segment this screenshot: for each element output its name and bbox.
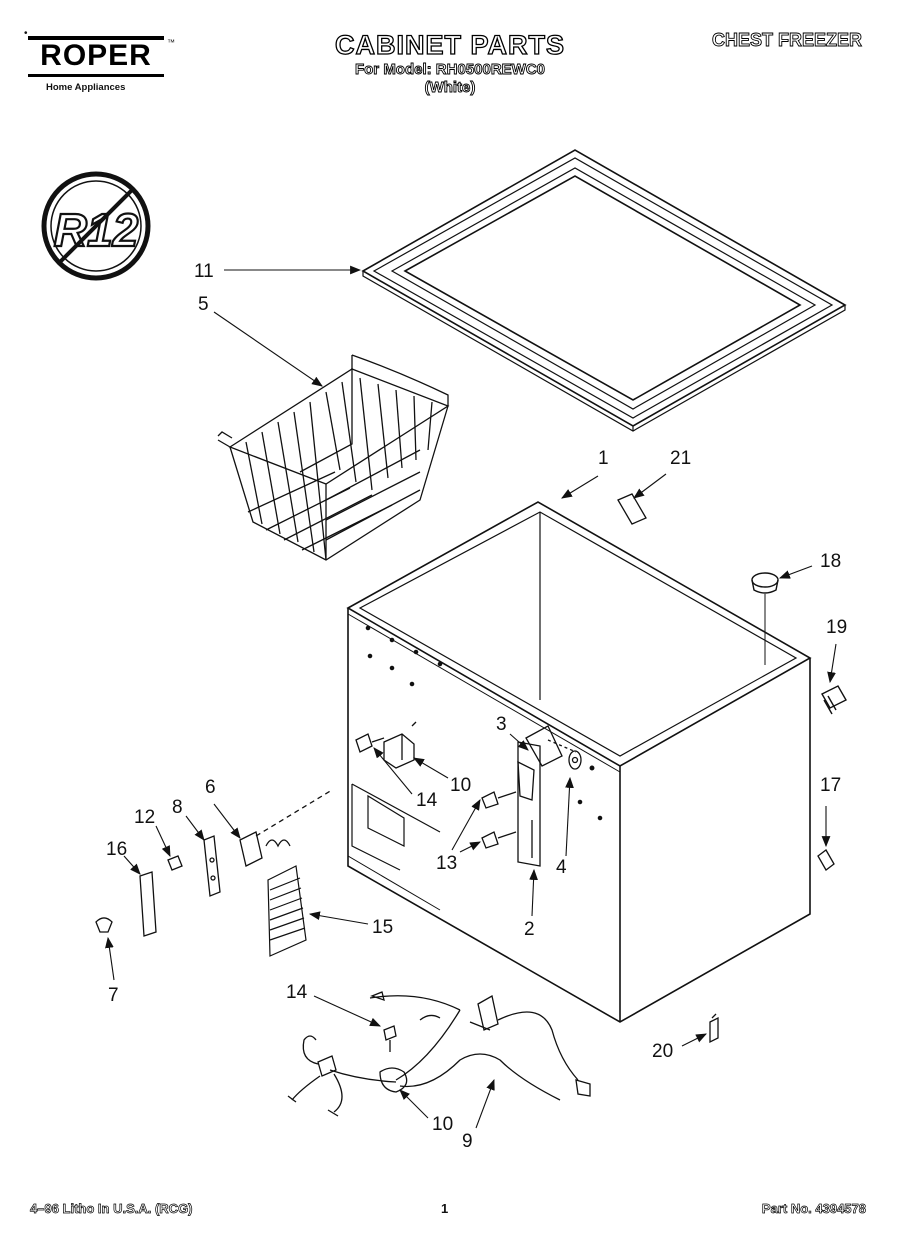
hinge-screws-part	[481, 791, 517, 849]
thermostat-control-part	[239, 789, 333, 867]
page-number: 1	[441, 1201, 449, 1216]
callout-6: 6	[205, 777, 216, 798]
callout-19: 19	[826, 617, 848, 638]
callout-4: 4	[556, 857, 567, 878]
leveling-leg-part	[821, 685, 847, 715]
grille-part	[267, 865, 307, 957]
page-title: CABINET PARTS	[334, 29, 565, 60]
brand-tagline: Home Appliances	[46, 82, 126, 93]
label-21-part	[617, 493, 647, 525]
callout-12: 12	[134, 807, 156, 828]
color-line: (White)	[424, 79, 476, 97]
callout-16: 16	[106, 839, 128, 860]
callout-21: 21	[670, 448, 692, 469]
lid-bumper-part	[751, 572, 779, 665]
callout-17: 17	[820, 775, 842, 796]
brand-name: ROPER	[40, 39, 152, 72]
mounting-bracket-part	[167, 835, 221, 897]
logo-dot: •	[24, 28, 28, 39]
callout-18: 18	[820, 551, 842, 572]
callout-5: 5	[198, 294, 209, 315]
footer-print-info: 4–96 Litho In U.S.A. (RCG)	[30, 1201, 193, 1217]
callout-20: 20	[652, 1041, 674, 1062]
hinge-assembly-part	[517, 725, 595, 867]
lid-gasket-part	[361, 149, 847, 432]
callout-13: 13	[436, 853, 458, 874]
wiring-harness-part	[287, 991, 591, 1117]
logo-box: ROPER	[28, 36, 164, 76]
callout-3: 3	[496, 714, 507, 735]
product-type: CHEST FREEZER	[711, 30, 863, 51]
callout-8: 8	[172, 797, 183, 818]
clip-20-part	[709, 1013, 719, 1044]
cabinet-part	[346, 501, 812, 1023]
label-17-part	[817, 849, 835, 871]
wire-basket-part	[217, 354, 450, 561]
logo-rule-top	[28, 36, 164, 40]
no-r12-refrigerant-icon: R12	[41, 171, 151, 281]
part-number: Part No. 4394578	[761, 1201, 867, 1217]
knob-part	[95, 917, 113, 933]
callout-10b: 10	[432, 1114, 454, 1135]
callout-1: 1	[598, 448, 609, 469]
brand-logo: • ROPER ™ Home Appliances	[22, 24, 175, 94]
model-line: For Model: RH0500REWC0	[354, 61, 546, 79]
trim-plate-part	[139, 871, 157, 937]
callout-11: 11	[194, 261, 214, 282]
badge-text: R12	[54, 204, 139, 256]
callout-9: 9	[462, 1131, 473, 1152]
callout-2: 2	[524, 919, 535, 940]
logo-rule-bottom	[28, 74, 164, 77]
callout-10a: 10	[450, 775, 472, 796]
callout-7: 7	[108, 985, 119, 1006]
leader-lines	[105, 265, 837, 1129]
upper-bracket-part	[355, 721, 417, 769]
trademark-mark: ™	[167, 38, 175, 47]
callout-15: 15	[372, 917, 394, 938]
callout-14b: 14	[286, 982, 308, 1003]
callout-14a: 14	[416, 790, 438, 811]
